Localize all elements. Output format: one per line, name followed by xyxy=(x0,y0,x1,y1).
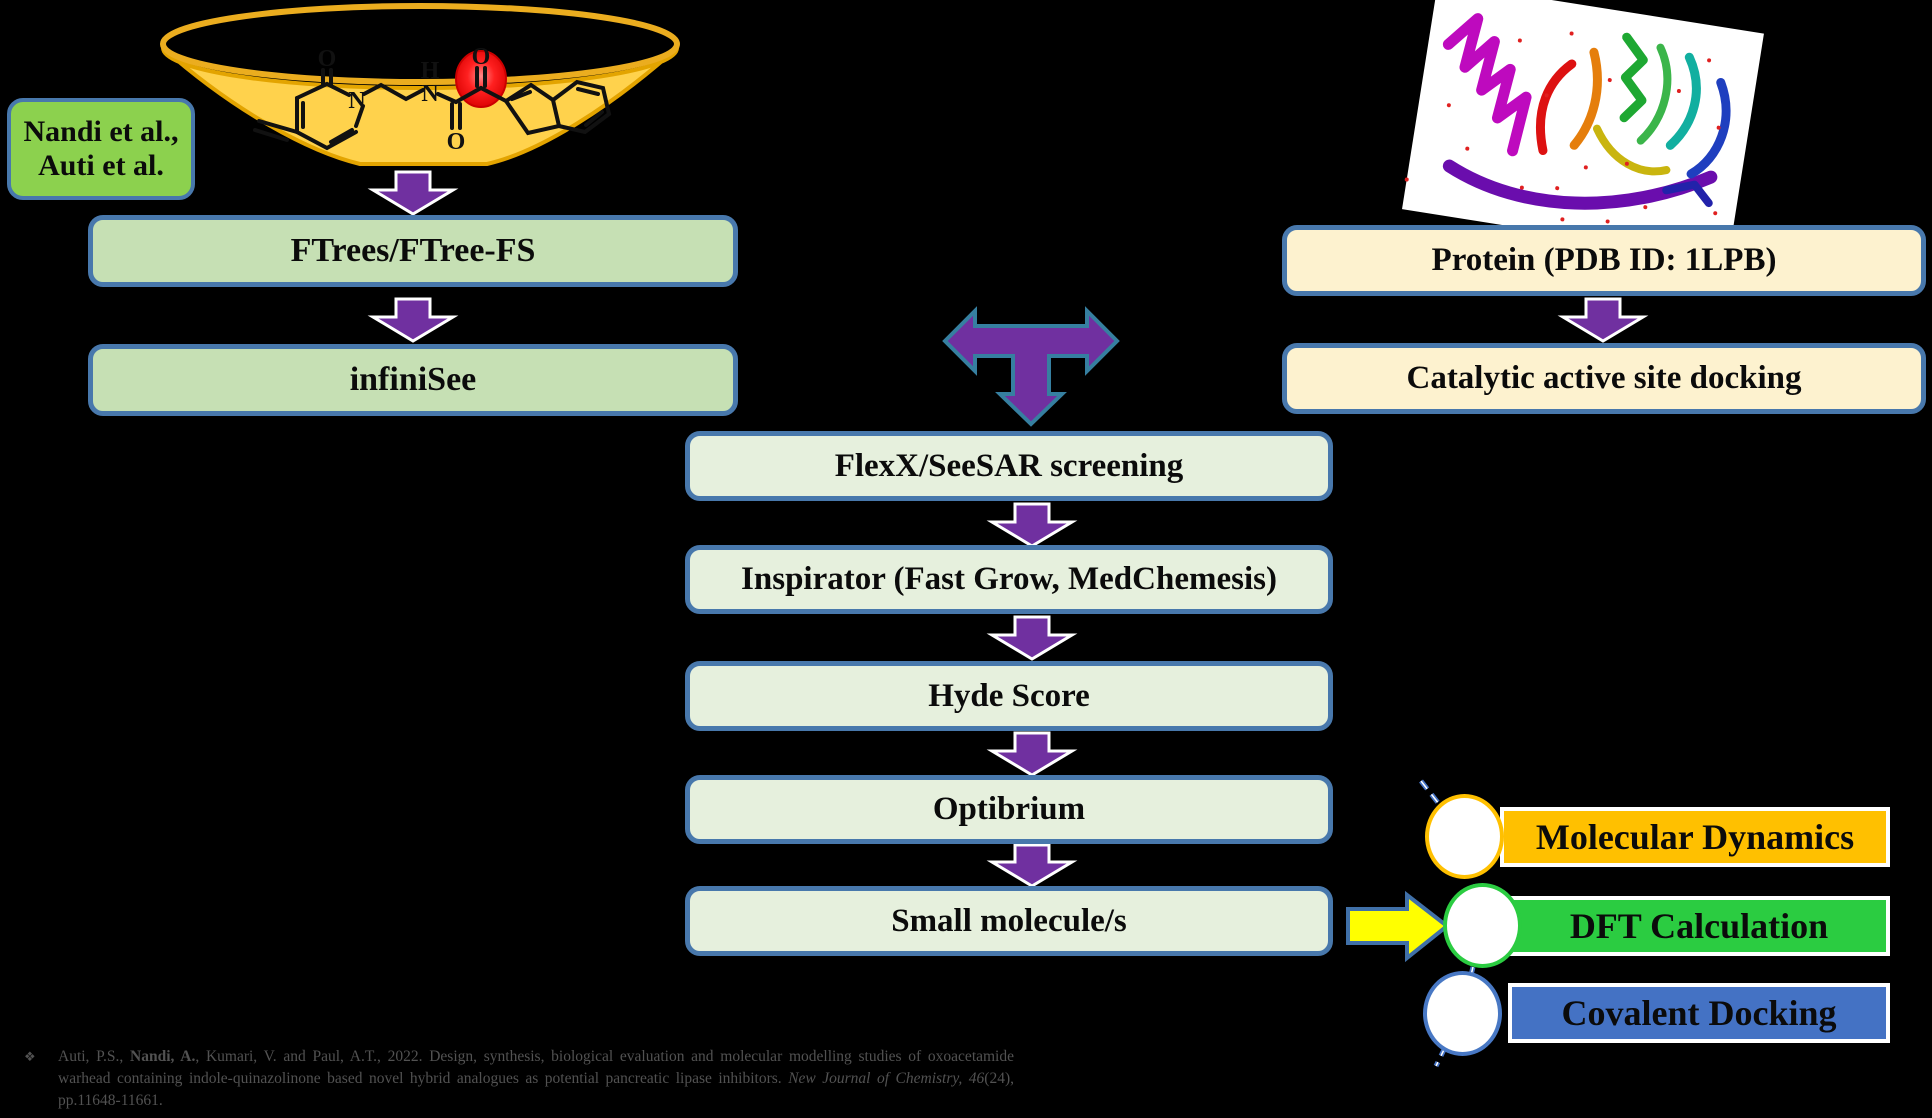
molecule-structure: O N H N O O xyxy=(253,44,612,155)
box-inspirator-label: Inspirator (Fast Grow, MedChemesis) xyxy=(741,561,1277,598)
node-circle-covalent-docking xyxy=(1423,971,1502,1056)
citation-part4: New Journal of Chemistry, 46 xyxy=(788,1070,985,1087)
bar-molecular-dynamics: Molecular Dynamics xyxy=(1500,807,1890,867)
box-infinisee: infiniSee xyxy=(88,344,738,416)
bar-dft-calculation-label: DFT Calculation xyxy=(1569,906,1829,946)
node-circle-dft-calculation xyxy=(1443,883,1522,968)
down-arrow-flexx-to-inspirator xyxy=(986,502,1078,548)
atom-label-keto-o: O xyxy=(472,44,491,70)
atom-label-amide-h: H xyxy=(421,58,440,84)
annotation-authors: Nandi et al., Auti et al. xyxy=(7,98,195,200)
box-protein-pdb: Protein (PDB ID: 1LPB) xyxy=(1282,225,1926,296)
yellow-arrow xyxy=(1346,890,1451,963)
bar-dft-calculation: DFT Calculation xyxy=(1508,896,1890,956)
box-catalytic-docking-label: Catalytic active site docking xyxy=(1406,360,1802,397)
box-small-molecules: Small molecule/s xyxy=(685,886,1333,956)
box-ftrees: FTrees/FTree-FS xyxy=(88,215,738,287)
annotation-line-2: Auti et al. xyxy=(38,149,164,182)
atom-label-ring-n: N xyxy=(348,88,366,114)
box-infinisee-label: infiniSee xyxy=(349,361,477,399)
box-ftrees-label: FTrees/FTree-FS xyxy=(290,232,536,270)
atom-label-amide-o: O xyxy=(447,129,466,155)
box-protein-pdb-label: Protein (PDB ID: 1LPB) xyxy=(1431,242,1777,279)
citation-text: Auti, P.S., Nandi, A., Kumari, V. and Pa… xyxy=(58,1046,1014,1112)
down-arrow-hyde-to-optibrium xyxy=(986,731,1078,777)
bar-covalent-docking-label: Covalent Docking xyxy=(1561,993,1837,1033)
citation-part1: Auti, P.S., xyxy=(58,1048,131,1065)
box-catalytic-docking: Catalytic active site docking xyxy=(1282,343,1926,414)
box-inspirator: Inspirator (Fast Grow, MedChemesis) xyxy=(685,545,1333,614)
box-flexx-seesar: FlexX/SeeSAR screening xyxy=(685,431,1333,501)
citation-bullet-icon: ❖ xyxy=(24,1049,36,1064)
three-way-arrow xyxy=(942,306,1120,427)
down-arrow-inspirator-to-hyde xyxy=(986,615,1078,661)
box-hyde-score-label: Hyde Score xyxy=(928,677,1090,714)
box-flexx-seesar-label: FlexX/SeeSAR screening xyxy=(834,447,1184,484)
bar-molecular-dynamics-label: Molecular Dynamics xyxy=(1535,817,1855,857)
citation: ❖ Auti, P.S., Nandi, A., Kumari, V. and … xyxy=(24,1046,1014,1112)
bar-covalent-docking: Covalent Docking xyxy=(1508,983,1890,1043)
atom-label-ring-o: O xyxy=(318,46,337,72)
node-circle-molecular-dynamics xyxy=(1425,794,1504,879)
box-hyde-score: Hyde Score xyxy=(685,661,1333,731)
funnel-icon xyxy=(160,3,680,166)
down-arrow-ftrees-to-infinisee xyxy=(367,297,459,343)
atom-label-amide-n: N xyxy=(421,81,439,107)
box-optibrium-label: Optibrium xyxy=(932,791,1086,828)
citation-part3: , Kumari, V. and Paul, A.T., 2022. Desig… xyxy=(58,1048,1014,1087)
down-arrow-funnel-to-ftrees xyxy=(367,170,459,216)
protein-structure-image xyxy=(1402,0,1764,261)
down-arrow-protein-to-catalytic xyxy=(1557,297,1649,343)
citation-part5: (24), pp.11648-11661. xyxy=(58,1070,1014,1109)
down-arrow-optibrium-to-small xyxy=(986,843,1078,888)
annotation-line-1: Nandi et al., xyxy=(23,114,179,148)
box-optibrium: Optibrium xyxy=(685,775,1333,844)
box-small-molecules-label: Small molecule/s xyxy=(891,902,1127,939)
citation-part2: Nandi, A. xyxy=(130,1048,196,1065)
